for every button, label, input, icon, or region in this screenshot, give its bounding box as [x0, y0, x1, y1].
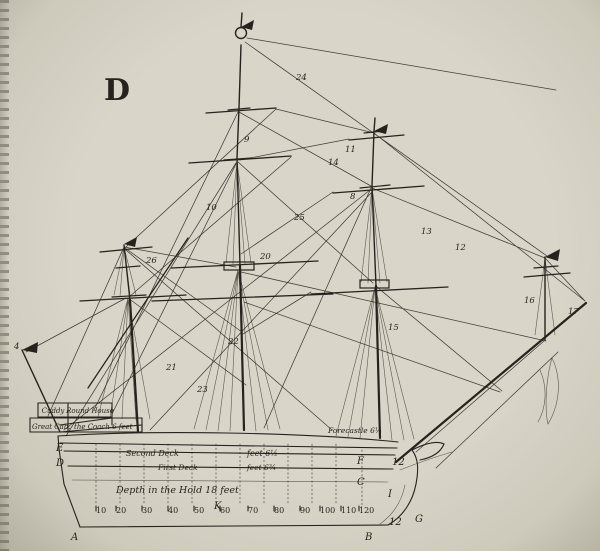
point-letter: D [55, 458, 64, 469]
gripe-hook [411, 441, 445, 461]
sprit-furled-sail [537, 357, 559, 425]
point-letter: A [70, 532, 78, 543]
first-deck-line [67, 465, 394, 470]
scale-number: 30 [142, 506, 152, 515]
rigging-number: 14 [328, 158, 339, 168]
rigging-number: 13 [421, 227, 432, 237]
lower-masts [128, 264, 588, 464]
masthead-truck [234, 26, 248, 40]
scale-number: 90 [300, 506, 310, 515]
rigging-number: 16 [524, 296, 535, 306]
point-letter: K [213, 501, 222, 512]
rigging-number: 15 [388, 323, 399, 333]
scale-tick-marks [95, 505, 360, 512]
rigging-number: 10 [206, 203, 217, 213]
hull [29, 402, 453, 528]
scale-number: 40 [168, 506, 178, 515]
rigging-number: 8 [350, 192, 356, 202]
stem-inner [379, 484, 406, 525]
point-letter: 12 [389, 517, 402, 528]
braces [125, 108, 350, 335]
rigging-number: 21 [165, 363, 177, 373]
scale-number: 80 [274, 506, 284, 515]
rigging-number: 26 [145, 256, 157, 266]
cabin-box-upper [37, 402, 113, 418]
head-rail [399, 451, 453, 471]
rigging-number: 17 [568, 307, 579, 317]
stem-outer [387, 449, 419, 526]
stern-post [57, 435, 81, 528]
ensign-flag [22, 342, 38, 353]
yards [79, 107, 571, 302]
ensign-staff [21, 349, 61, 433]
upper-deck-line [59, 442, 398, 449]
bobstays [415, 340, 559, 469]
label-first-deck-height: feet 6¾ [246, 463, 276, 472]
fore-top-platform [359, 279, 390, 289]
label-second-deck-height: feet 6½ [246, 449, 278, 458]
page-edge-artifact [0, 0, 9, 551]
label-round-house: Round House [65, 407, 114, 415]
label-great-cabin: Great Cab. [32, 423, 71, 431]
forward-stays [237, 37, 586, 393]
rigging-number: 20 [259, 252, 271, 262]
scale-number: 10 [96, 506, 106, 515]
plate-letter: D [104, 73, 130, 108]
label-cabin-height: the Coach 6 feet [74, 423, 133, 431]
keel [79, 524, 389, 528]
label-second-deck: Second Deck [126, 449, 179, 458]
fore-lower-shrouds [335, 286, 415, 441]
main-truck-pennant [241, 20, 254, 30]
point-letter: B [364, 532, 372, 543]
label-hold-depth: Depth in the Hold 18 feet [115, 485, 239, 496]
point-letter: C [357, 477, 365, 488]
point-letter: F [356, 456, 365, 467]
label-first-deck: First Deck [157, 463, 198, 472]
truck-pole [240, 12, 243, 28]
scale-number: 110 [341, 506, 356, 515]
masts-and-spars [21, 12, 588, 464]
rigging-number: 22 [227, 337, 239, 347]
rigging-number: 12 [455, 243, 466, 253]
aft-stays-backstays [25, 111, 373, 437]
rigging-numbers: 4 24 9 11 14 8 10 25 13 12 20 26 16 17 15 22 21 23 [13, 73, 579, 395]
point-letter: E [55, 443, 64, 454]
sprit-pennant [545, 249, 560, 261]
rigging-number: 25 [293, 213, 305, 223]
point-letter: G [415, 514, 423, 525]
scale-number: 50 [194, 506, 204, 515]
scale-number: 100 [320, 506, 335, 515]
scale-number: 120 [359, 506, 374, 515]
scale-number: 70 [248, 506, 258, 515]
topmast-shrouds [113, 161, 556, 336]
rigging-number: 24 [295, 73, 307, 83]
label-forecastle: Forecastle 6¼ [327, 426, 382, 435]
scale-number: 60 [220, 506, 230, 515]
sheer-line [57, 432, 399, 443]
point-letter: I [387, 489, 393, 500]
label-cuddy: Cuddy [42, 407, 66, 415]
scale-number: 20 [116, 506, 126, 515]
rigging-number: 9 [244, 135, 250, 145]
rigging [25, 37, 586, 469]
second-deck-line [63, 450, 396, 456]
cabin-box-lower [29, 417, 143, 433]
mizzen-lateen-yard [87, 237, 189, 389]
rigging-number: 4 [13, 342, 19, 352]
point-letter: 12 [392, 457, 405, 468]
fore-pennant [374, 124, 388, 134]
station-verticals [95, 443, 363, 506]
rigging-number: 11 [345, 145, 356, 155]
main-lower-shrouds [193, 269, 281, 432]
mizzen-shrouds [97, 297, 151, 421]
orlop-line [71, 479, 389, 483]
rigging-number: 23 [196, 385, 208, 395]
